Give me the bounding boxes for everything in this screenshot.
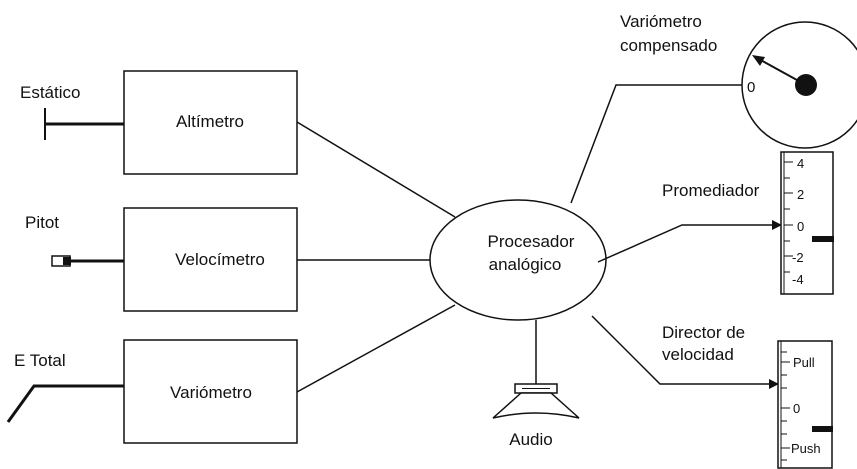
dial-needle-tip <box>752 55 765 66</box>
compensated-variometer-label-line2: compensado <box>620 36 717 55</box>
speed-director-label-line1: Director de <box>662 323 745 342</box>
pitot-label: Pitot <box>25 213 59 232</box>
speed-director-pull-label: Pull <box>793 355 815 370</box>
speed-director-push-label: Push <box>791 441 821 456</box>
dial-zero-label: 0 <box>747 79 755 96</box>
pitot-tube-icon <box>51 255 124 267</box>
static-port-icon <box>44 108 124 140</box>
averager-label: Promediador <box>662 181 760 200</box>
analog-processor: Procesador analógico <box>429 199 607 321</box>
variometer-connector <box>296 304 456 393</box>
variometer-label: Variómetro <box>170 383 252 402</box>
dial-needle <box>756 57 807 86</box>
speed-director-zero-label: 0 <box>793 401 800 416</box>
averager-gauge: 4 2 0 -2 -4 <box>780 151 834 295</box>
static-label: Estático <box>20 83 80 102</box>
total-energy-label: E Total <box>14 351 66 370</box>
compensated-variometer-label-line1: Variómetro <box>620 12 702 31</box>
averager-tick-minus-2: -2 <box>792 250 804 265</box>
speaker-icon <box>492 383 580 419</box>
speed-director-arrowhead <box>769 379 779 389</box>
total-energy-probe-icon <box>6 384 124 423</box>
compensated-variometer-dial: 0 <box>741 21 857 149</box>
processor-label-line1: Procesador <box>488 232 575 251</box>
averager-tick-0: 0 <box>797 219 804 234</box>
airspeed-label: Velocímetro <box>175 250 265 269</box>
speed-director-connector <box>591 315 772 385</box>
averager-tick-minus-4: -4 <box>792 272 804 287</box>
averager-tick-2: 2 <box>797 187 804 202</box>
audio-label: Audio <box>509 430 552 449</box>
altimeter-label: Altímetro <box>176 112 244 131</box>
speed-director-pointer <box>812 426 833 432</box>
averager-arrowhead <box>772 220 782 230</box>
altimeter-block: Altímetro <box>123 70 298 175</box>
speed-director-gauge: Pull 0 Push <box>777 340 833 469</box>
speed-director-label-line2: velocidad <box>662 345 734 364</box>
averager-connector <box>597 224 775 263</box>
compensated-variometer-connector <box>570 84 743 204</box>
averager-pointer <box>812 236 834 242</box>
altimeter-connector <box>296 121 456 218</box>
variometer-block: Variómetro <box>123 339 298 444</box>
airspeed-block: Velocímetro <box>123 207 298 312</box>
processor-label-line2: analógico <box>489 255 562 274</box>
averager-tick-4: 4 <box>797 156 804 171</box>
